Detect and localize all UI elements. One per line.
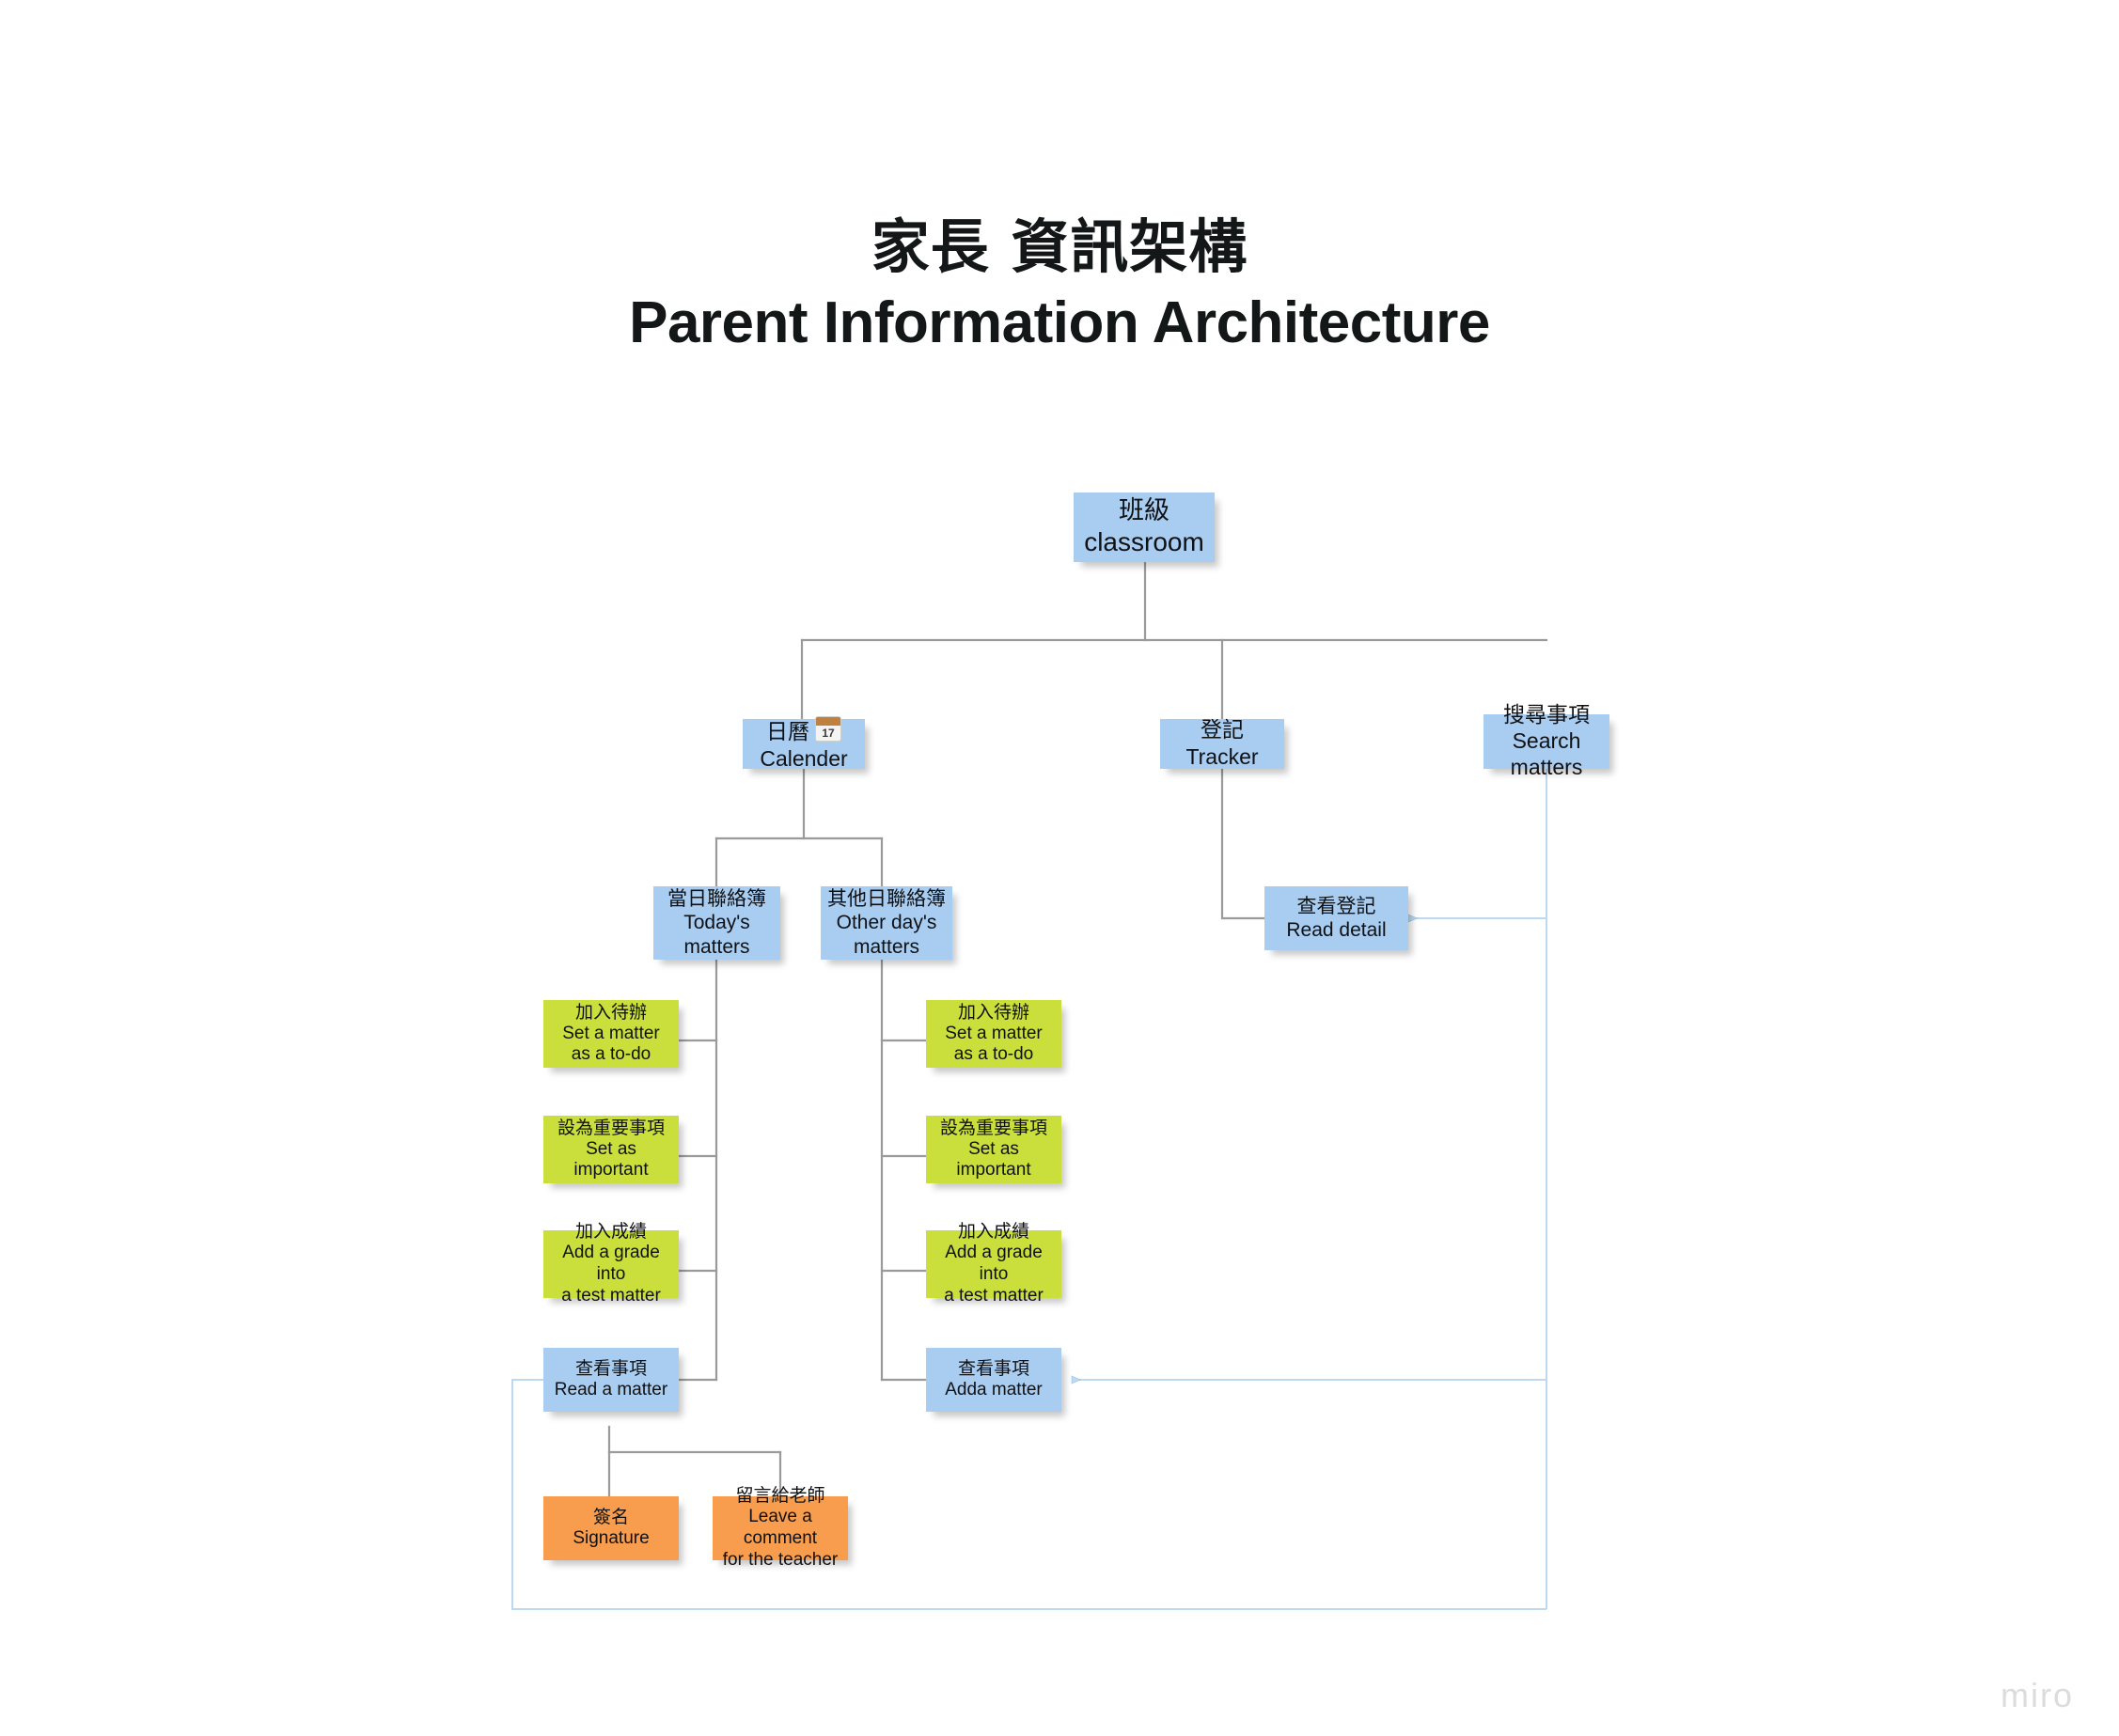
node-other-important-en: Set as <box>968 1138 1019 1159</box>
node-other-add-en: Adda matter <box>945 1380 1043 1400</box>
node-today-zh: 當日聯絡簿 <box>667 887 766 911</box>
node-today-important-en2: important <box>573 1160 649 1181</box>
node-tracker[interactable]: 登記 Tracker <box>1160 717 1284 769</box>
node-other-important-en2: important <box>956 1160 1031 1181</box>
node-other-set-important[interactable]: 設為重要事項 Set as important <box>926 1116 1061 1183</box>
node-today-important-en: Set as <box>586 1138 636 1159</box>
node-tracker-en: Tracker <box>1185 743 1259 769</box>
node-adda-matter[interactable]: 查看事項 Adda matter <box>926 1348 1061 1412</box>
node-other-days-matters[interactable]: 其他日聯絡簿 Other day's matters <box>821 886 952 960</box>
node-other-set-todo[interactable]: 加入待辦 Set a matter as a to-do <box>926 1000 1061 1068</box>
node-search-en: Search <box>1512 728 1581 754</box>
node-calendar-zh: 日曆 17 <box>766 715 841 746</box>
node-comment-en2: for the teacher <box>722 1549 839 1570</box>
node-other-grade-en: Add a grade into <box>945 1243 1043 1284</box>
node-todays-matters[interactable]: 當日聯絡簿 Today's matters <box>653 886 780 960</box>
node-comment-zh: 留言給老師 <box>735 1485 825 1507</box>
node-read-a-matter[interactable]: 查看事項 Read a matter <box>543 1348 679 1412</box>
node-today-en2: matters <box>683 935 750 958</box>
node-signature[interactable]: 簽名 Signature <box>543 1496 679 1560</box>
node-today-set-important[interactable]: 設為重要事項 Set as important <box>543 1116 679 1183</box>
node-search-en2: matters <box>1510 754 1583 779</box>
node-calendar[interactable]: 日曆 17 Calender <box>743 715 865 771</box>
node-otherday-en2: matters <box>853 935 919 958</box>
node-other-add-zh: 查看事項 <box>957 1358 1029 1380</box>
node-today-todo-en2: as a to-do <box>571 1044 651 1065</box>
node-comment-en: Leave a comment <box>743 1507 818 1548</box>
node-readdetail-en: Read detail <box>1286 919 1387 941</box>
node-other-add-grade[interactable]: 加入成績 Add a grade into a test matter <box>926 1221 1061 1306</box>
node-signature-en: Signature <box>573 1528 650 1548</box>
page-title-en: Parent Information Architecture <box>629 289 1490 355</box>
node-otherday-en: Other day's <box>836 912 937 934</box>
node-calendar-en: Calender <box>760 745 848 771</box>
node-other-todo-en2: as a to-do <box>953 1044 1034 1065</box>
node-today-todo-zh: 加入待辦 <box>574 1001 647 1023</box>
node-otherday-zh: 其他日聯絡簿 <box>827 887 946 911</box>
node-today-grade-en: Add a grade into <box>562 1243 660 1284</box>
node-search-zh: 搜尋事項 <box>1503 702 1590 727</box>
node-today-read-zh: 查看事項 <box>574 1358 647 1380</box>
node-classroom-zh: 班級 <box>1119 496 1169 525</box>
node-today-todo-en: Set a matter <box>562 1023 660 1043</box>
node-tracker-zh: 登記 <box>1201 717 1244 743</box>
node-other-todo-en: Set a matter <box>945 1023 1043 1043</box>
node-classroom[interactable]: 班級 classroom <box>1074 493 1215 562</box>
page-title-zh: 家長 資訊架構 <box>871 212 1248 281</box>
calendar-icon-day: 17 <box>822 726 835 740</box>
node-other-grade-en2: a test matter <box>944 1285 1044 1306</box>
node-today-important-zh: 設為重要事項 <box>557 1117 665 1138</box>
edge-search-readamatter <box>511 1380 1546 1610</box>
node-today-grade-en2: a test matter <box>561 1285 661 1306</box>
node-other-important-zh: 設為重要事項 <box>939 1117 1047 1138</box>
node-today-en: Today's <box>683 912 750 934</box>
miro-watermark: miro <box>2001 1676 2074 1714</box>
node-other-grade-zh: 加入成績 <box>957 1221 1029 1243</box>
node-read-detail[interactable]: 查看登記 Read detail <box>1264 886 1408 950</box>
node-today-read-en: Read a matter <box>554 1380 668 1400</box>
edge-tracker-readdetail <box>1220 767 1266 920</box>
node-today-set-todo[interactable]: 加入待辦 Set a matter as a to-do <box>543 1000 679 1068</box>
node-classroom-en: classroom <box>1084 527 1204 557</box>
calendar-icon: 17 <box>815 715 841 742</box>
node-search-matters[interactable]: 搜尋事項 Search matters <box>1483 703 1609 779</box>
node-signature-zh: 簽名 <box>592 1507 629 1528</box>
node-calendar-zh-text: 日曆 <box>766 719 809 744</box>
node-readdetail-zh: 查看登記 <box>1296 894 1376 917</box>
node-leave-comment[interactable]: 留言給老師 Leave a comment for the teacher <box>713 1485 848 1570</box>
node-today-add-grade[interactable]: 加入成績 Add a grade into a test matter <box>543 1221 679 1306</box>
page-title: 家長 資訊架構 Parent Information Architecture <box>0 212 2119 356</box>
node-today-grade-zh: 加入成績 <box>574 1221 647 1243</box>
node-other-todo-zh: 加入待辦 <box>957 1001 1029 1023</box>
